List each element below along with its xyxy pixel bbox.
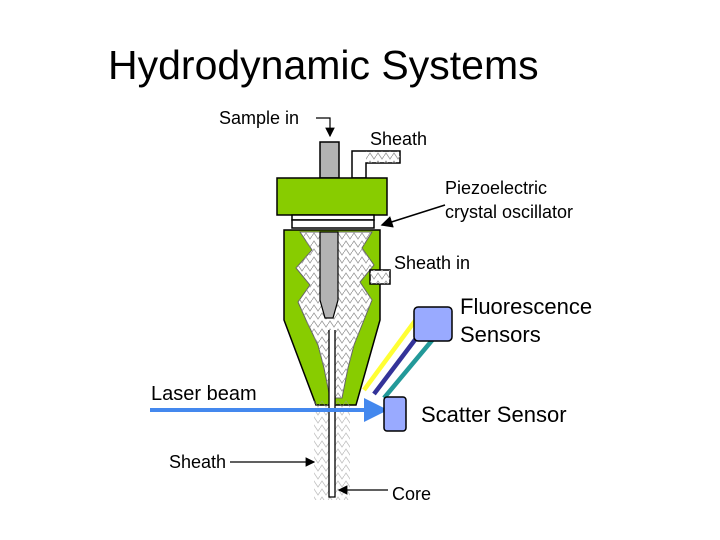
scatter-sensor	[383, 396, 407, 432]
fluorescence-label-line1: Fluorescence	[460, 294, 593, 319]
piezo-label-line2: crystal oscillator	[445, 202, 574, 222]
top-block	[276, 177, 388, 216]
page-title: Hydrodynamic Systems	[108, 42, 539, 88]
fluorescence-sensor	[413, 306, 453, 342]
fluorescence-label-line2: Sensors	[460, 322, 541, 347]
piezo-arrow	[380, 204, 446, 228]
sheath-in-label: Sheath in	[394, 253, 471, 273]
sheath-top-label: Sheath	[370, 129, 428, 149]
sample-inlet-tube	[319, 141, 340, 179]
sample-in-arrow	[316, 117, 335, 138]
sheath-bottom-label: Sheath	[169, 452, 227, 472]
piezo-label-line1: Piezoelectric	[445, 178, 548, 198]
ray-yellow	[362, 308, 425, 392]
laser-beam-label: Laser beam	[151, 383, 257, 405]
core-label: Core	[392, 484, 432, 504]
core-stream	[328, 330, 336, 498]
scatter-sensor-label: Scatter Sensor	[421, 402, 567, 427]
sample-needle	[319, 231, 339, 319]
sample-in-label: Sample in	[219, 108, 300, 128]
